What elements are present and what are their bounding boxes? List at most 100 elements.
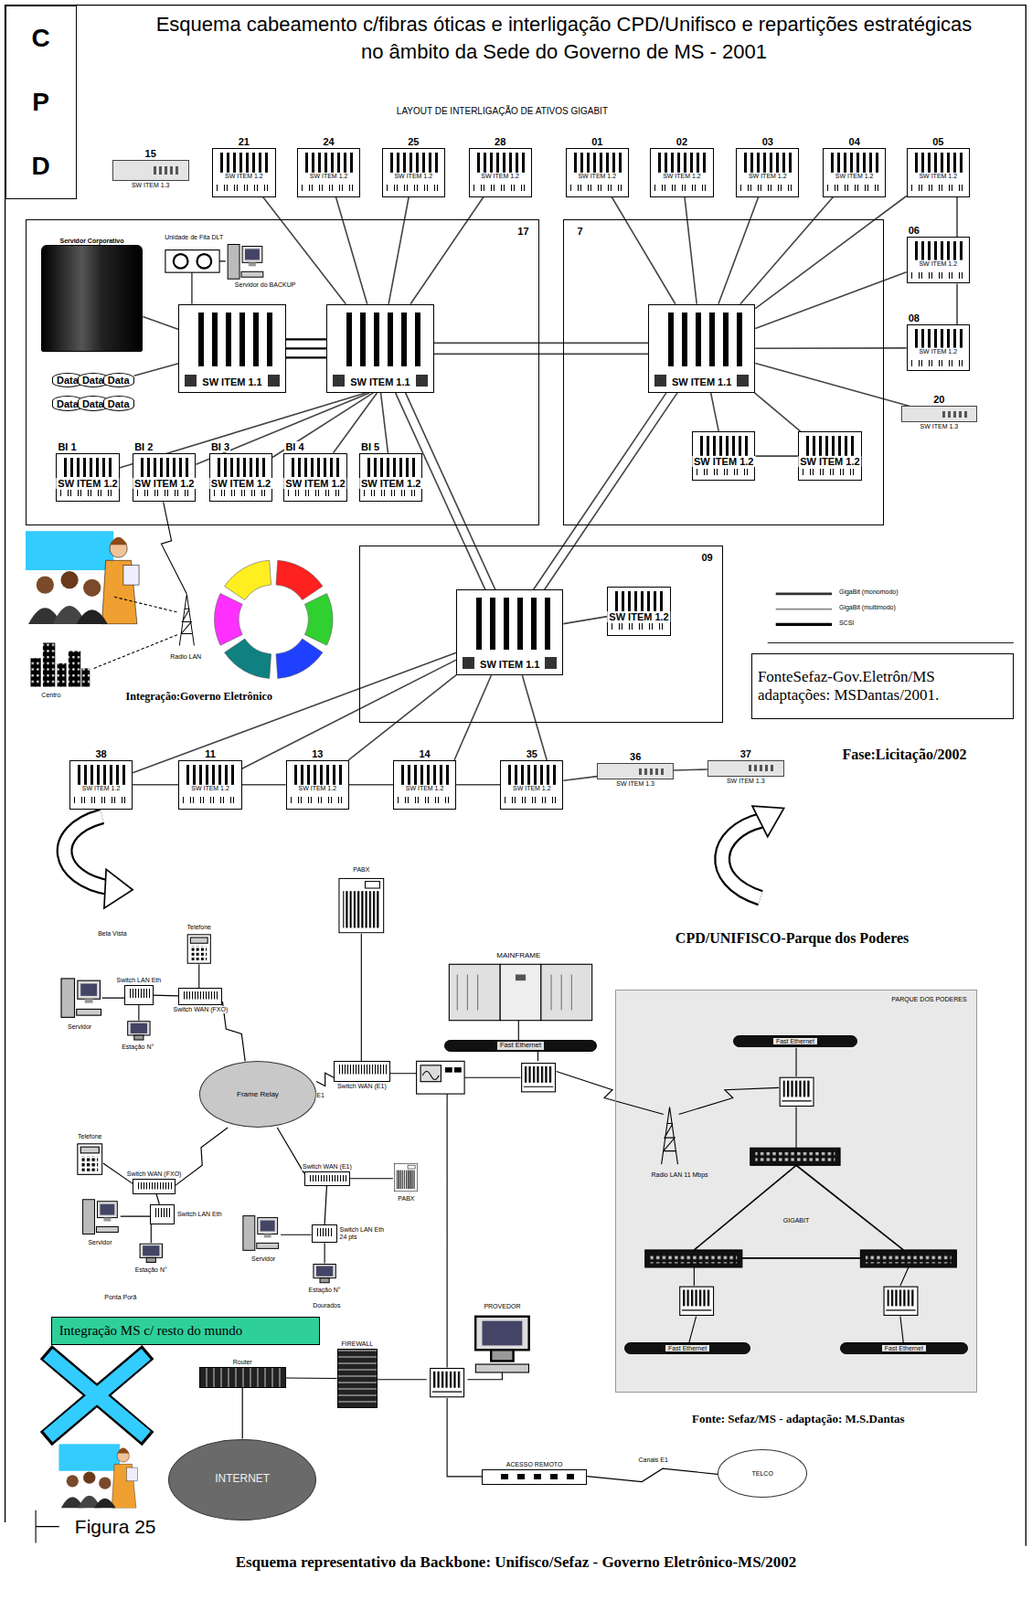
text-label: Dourados [311, 1302, 341, 1310]
text-label: Telefone [186, 924, 213, 932]
connector [316, 1073, 334, 1086]
connector [410, 197, 484, 305]
connector [324, 1186, 327, 1225]
node-text: 04 [848, 136, 862, 148]
text-label: PROVEDOR [482, 1303, 522, 1311]
core-switch: SW ITEM 1.1 [326, 304, 434, 394]
cycle-arrow [304, 593, 333, 646]
text-label: PABX [351, 866, 371, 874]
connector [272, 393, 373, 458]
drawing-part [77, 1144, 103, 1176]
node-text: SW ITEM 1.2 [189, 785, 232, 793]
drawing-part [649, 1254, 737, 1264]
connector [454, 675, 491, 761]
legend-text: SCSI [839, 619, 854, 627]
connector [684, 197, 697, 305]
node-text: Servidor Corporativo [58, 237, 125, 245]
drawing-part [689, 1048, 909, 1344]
drawing-part [515, 974, 526, 981]
ethernet-bar: Fast Ethernet [733, 1035, 858, 1048]
node-text: SW ITEM 1.2 [308, 172, 351, 181]
data-disk: Data [52, 372, 84, 389]
connector [456, 784, 501, 787]
node-text: Data [56, 374, 79, 386]
drawing-part [25, 531, 139, 625]
text-label: Servidor [250, 1255, 277, 1264]
drawing-part [755, 1152, 835, 1162]
connector [349, 784, 394, 787]
drawing-part [104, 869, 133, 908]
drawing-part [454, 1067, 462, 1074]
building-region: 09SW ITEM 1.1SW ITEM 1.2 [359, 545, 724, 723]
node-text: 38 [94, 748, 107, 760]
switch-box: Switch LAN Eth [124, 985, 153, 1006]
node-text: 01 [590, 136, 604, 148]
node-text: SW ITEM 1.2 [833, 172, 876, 181]
switch-box: Switch WAN (FXO) [132, 1179, 176, 1195]
node-text: C [31, 23, 51, 54]
switch-box: SW ITEM 1.2 [606, 586, 671, 637]
switch-box: Switch WAN (E1) [333, 1061, 390, 1082]
node-text: SW ITEM 1.2 [392, 172, 435, 181]
switch-thin: 20SW ITEM 1.3 [901, 405, 978, 423]
connector [434, 353, 649, 356]
text-label: Ponta Porã [103, 1294, 138, 1302]
text-label: Telefone [76, 1133, 103, 1141]
node-text: Switch LAN Eth 24 pts [340, 1226, 392, 1242]
cycle-arrow [224, 638, 272, 679]
connector [276, 1127, 304, 1174]
connector [563, 617, 607, 625]
node-text: 02 [675, 136, 689, 148]
remote-access-box: ACESSO REMOTO [481, 1469, 587, 1486]
drawing-part [58, 1444, 138, 1509]
switch-box: BI 5SW ITEM 1.2 [359, 453, 423, 503]
drawing-part [64, 816, 111, 888]
data-disk: Data [103, 372, 135, 389]
text-label: GIGABIT [782, 1217, 810, 1225]
drawing-part [94, 596, 179, 669]
cycle-arrow [276, 638, 323, 679]
drawing-part [191, 261, 226, 305]
drawing-part [767, 642, 1014, 644]
ethernet-bar: Fast Ethernet [840, 1342, 969, 1355]
drawing-part [779, 1077, 814, 1107]
router-box: Router [199, 1367, 287, 1388]
node-text: 09 [701, 552, 713, 564]
drawing-part [883, 1287, 918, 1316]
connector [956, 283, 958, 325]
node-text: 36 [628, 751, 642, 763]
connector [142, 317, 179, 330]
drawing-part [393, 1164, 417, 1192]
node-text: SW ITEM 1.2 [510, 785, 554, 793]
node-text: SW ITEM 1.1 [348, 376, 412, 388]
connector [521, 675, 547, 761]
drawing-part [500, 964, 542, 1021]
node-text: Switch WAN (E1) [336, 1083, 388, 1091]
drawing-part [860, 1250, 957, 1268]
drawing-part [541, 964, 593, 1021]
switch-box: 38SW ITEM 1.2 [69, 760, 133, 810]
node-text: BI 4 [284, 441, 305, 453]
drawing-part [179, 594, 194, 646]
connector [381, 393, 389, 454]
node-text: SW ITEM 1.2 [404, 785, 447, 793]
text-label: Radio LAN 11 Mbps [649, 1171, 693, 1180]
node-text: 03 [761, 136, 775, 148]
data-disk: Data [52, 395, 84, 412]
drawing-part [102, 934, 539, 1478]
cycle-arrow [276, 560, 323, 600]
connector [740, 197, 834, 305]
building-region: 17Servidor CorporativoDataDataDataDataDa… [25, 219, 540, 526]
text-label: Estação N° [308, 1287, 342, 1295]
drawing-part [83, 1200, 119, 1235]
node-text: 37 [739, 748, 753, 760]
switch-box: 24SW ITEM 1.2 [297, 148, 361, 198]
node-text: Data [82, 398, 105, 410]
drawing-part [420, 1065, 441, 1083]
node-text: SW ITEM 1.2 [55, 478, 119, 490]
connector [388, 197, 409, 305]
switch-box: 08SW ITEM 1.2 [906, 324, 970, 372]
connector [335, 197, 367, 305]
node-text: 21 [237, 136, 251, 148]
text-label: Servidor [66, 1023, 93, 1032]
